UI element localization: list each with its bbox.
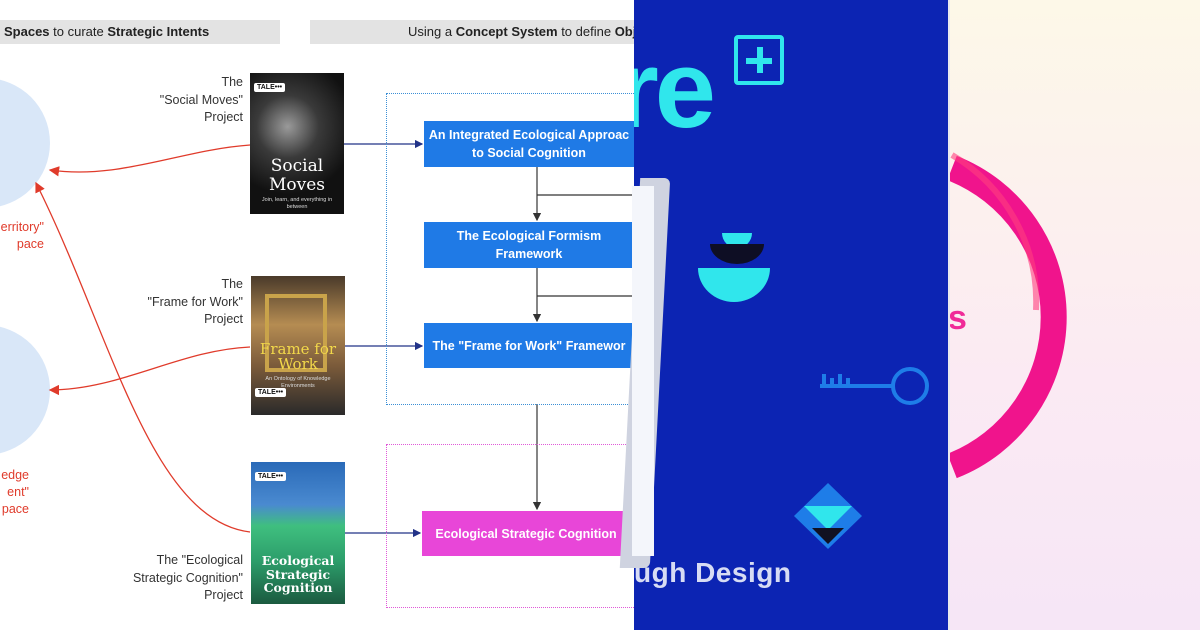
partial-heading: s — [950, 299, 967, 337]
cover-brand: TALE••• — [255, 472, 287, 481]
concept-diagram-panel: Spaces to curate Strategic Intents Using… — [0, 20, 634, 608]
concept-ecological-formism[interactable]: The Ecological Formism Framework — [424, 222, 634, 268]
big-letters: re — [634, 28, 716, 151]
cover-social-moves[interactable]: TALE••• Social Moves Join, learn, and ev… — [250, 73, 344, 214]
cover-frame-for-work[interactable]: Frame for Work An Ontology of Knowledge … — [251, 276, 345, 415]
cover-brand: TALE••• — [254, 83, 286, 92]
concept-frame-for-work[interactable]: The "Frame for Work" Framewor — [424, 323, 634, 368]
territory-space-label: erritory" pace — [0, 220, 44, 251]
connector-lines — [35, 139, 634, 538]
diamond-logo-icon — [794, 483, 862, 549]
concepts-group-box — [386, 93, 634, 405]
picture-frame-icon — [265, 294, 327, 372]
cover-title: Ecological Strategic Cognition — [261, 553, 335, 595]
pink-ring — [950, 152, 1067, 479]
cover-subtitle: Join, learn, and everything in between — [261, 197, 333, 210]
strategic-group-box — [386, 444, 634, 608]
concept-integrated-approach[interactable]: An Integrated Ecological Approac to Soci… — [424, 121, 634, 167]
project-label-ecological: The "Ecological Strategic Cognition" Pro… — [132, 553, 243, 602]
half-circle-icon — [698, 233, 770, 302]
cover-title: Frame for Work — [259, 340, 337, 373]
promo-illustrations — [698, 233, 929, 549]
knowledge-space-label: edge ent" pace — [1, 468, 29, 516]
cover-brand: TALE••• — [255, 388, 287, 397]
promo-caption: ugh Design — [634, 557, 792, 588]
project-label-social-moves: The "Social Moves" Project — [159, 75, 243, 124]
strategic-ecological-cognition[interactable]: Ecological Strategic Cognition — [422, 511, 630, 556]
header-concept-system: Using a Concept System to define Obj — [310, 20, 634, 44]
design-promo-panel: re ugh Design — [634, 0, 950, 630]
cover-subtitle: An Ontology of Knowledge Environments — [265, 376, 331, 389]
cover-title: Social Moves — [268, 156, 326, 195]
plus-icon — [734, 35, 784, 85]
ring-promo-panel: s — [950, 0, 1200, 630]
header-strategic-intents: Spaces to curate Strategic Intents — [0, 20, 280, 44]
project-label-frame-for-work: The "Frame for Work" Project — [147, 277, 243, 326]
phone-screen — [632, 186, 654, 556]
key-icon — [820, 367, 929, 405]
cover-ecological[interactable]: TALE••• Ecological Strategic Cognition — [251, 462, 345, 604]
